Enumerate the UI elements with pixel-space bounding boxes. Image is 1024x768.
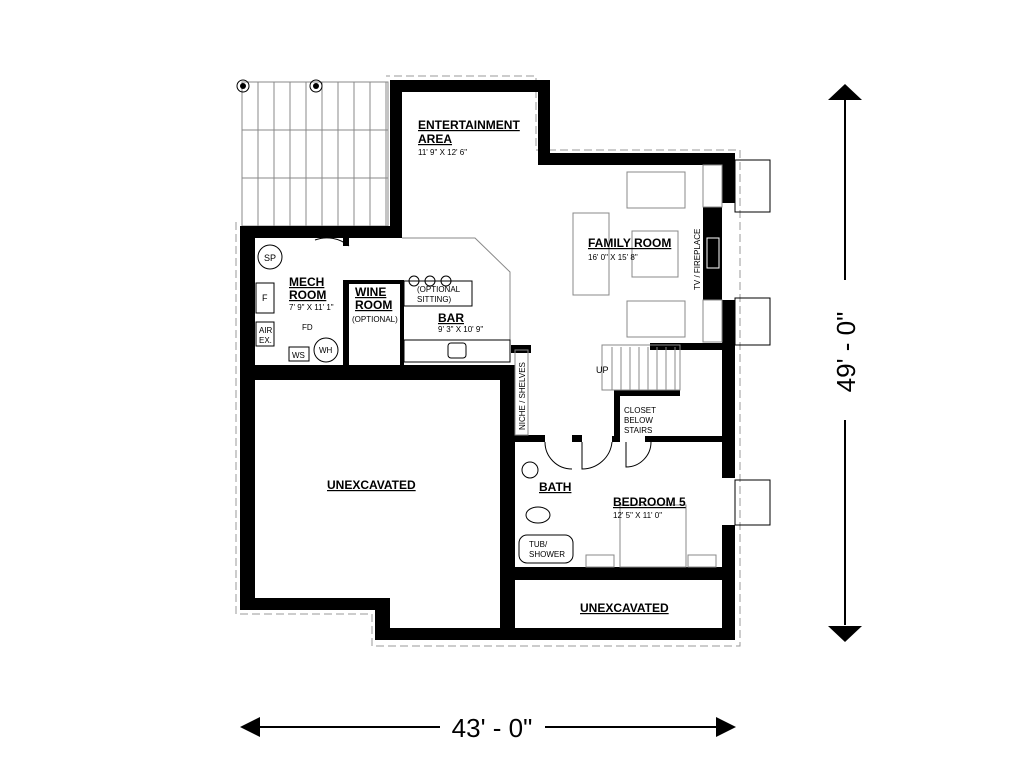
depth-label: 49' - 0" [831,312,861,393]
mech-room-label-2: ROOM [289,288,326,302]
tub-label: TUB/ [529,540,548,549]
arrow-down-icon [828,626,862,642]
arrow-up-icon [828,84,862,100]
bedroom-label: BEDROOM 5 [613,495,686,509]
closet-label-2: BELOW [624,416,653,425]
air-exchanger-label: AIR [259,326,273,335]
width-dimension: 43' - 0" [240,713,736,743]
stairs-up-label: UP [596,365,609,375]
tv-fireplace-label: TV / FIREPLACE [693,229,702,290]
mech-room-label: MECH [289,275,324,289]
wine-room-label: WINE [355,285,386,299]
entertainment-label-2: AREA [418,132,452,146]
niche-shelves-label: NICHE / SHELVES [518,362,527,430]
bar-sitting-note-2: SITTING) [417,295,452,304]
family-room-label: FAMILY ROOM [588,236,671,250]
unexcavated-small-label: UNEXCAVATED [580,601,669,615]
tub-label-2: SHOWER [529,550,565,559]
family-room-size: 16' 0" X 15' 8" [588,253,638,262]
entertainment-label: ENTERTAINMENT [418,118,520,132]
entertainment-size: 11' 9" X 12' 6" [418,148,467,157]
air-exchanger-label-2: EX. [259,336,272,345]
arrow-right-icon [716,717,736,737]
bar-label: BAR [438,311,464,325]
deck [236,79,389,227]
water-heater-label: WH [319,346,333,355]
arrow-left-icon [240,717,260,737]
wine-room-label-2: ROOM [355,298,392,312]
closet-label: CLOSET [624,406,656,415]
furnace-label: F [262,293,268,303]
width-label: 43' - 0" [452,713,533,743]
floor-drain-label: FD [302,323,313,332]
bath-label: BATH [539,480,571,494]
bar-sitting-note: (OPTIONAL [417,285,461,294]
mech-room-size: 7' 9" X 11' 1" [289,303,334,312]
foundation-outline [235,75,741,647]
depth-dimension: 49' - 0" [828,84,862,642]
walls [240,80,735,640]
fixtures [255,159,771,568]
water-softener-label: WS [292,351,305,360]
bar-size: 9' 3" X 10' 9" [438,325,483,334]
wine-room-note: (OPTIONAL) [352,315,398,324]
bedroom-size: 12' 5" X 11' 0" [613,511,662,520]
unexcavated-main-label: UNEXCAVATED [327,478,416,492]
sump-pump-label: SP [264,253,276,263]
closet-label-3: STAIRS [624,426,652,435]
stairs [601,344,681,391]
